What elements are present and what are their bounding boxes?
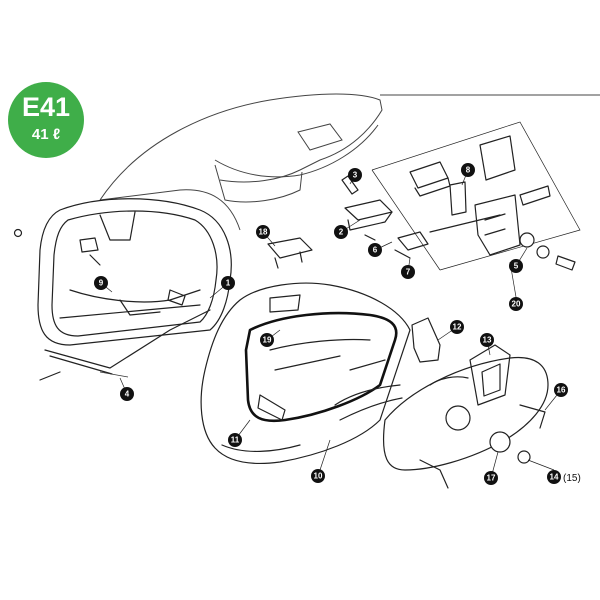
callout-8: 8 [461,163,475,177]
svg-text:7: 7 [406,268,411,277]
svg-text:13: 13 [483,336,492,345]
callout-1: 1 [221,276,235,290]
callout-7: 7 [401,265,415,279]
svg-text:8: 8 [466,166,471,175]
callout-12: 12 [450,320,464,334]
model-badge: E41 41 ℓ [8,82,84,158]
o-ring [13,228,23,238]
svg-text:3: 3 [353,171,358,180]
release-cable [39,309,211,381]
case-inner-shell [37,198,232,346]
lock-mechanism [341,121,581,271]
callout-10: 10 [311,469,325,483]
svg-text:16: 16 [557,386,566,395]
callout-17: 17 [484,471,498,485]
svg-text:17: 17 [487,474,496,483]
svg-text:19: 19 [263,336,272,345]
svg-text:11: 11 [231,436,240,445]
callout-11: 11 [228,433,242,447]
callout-13: 13 [480,333,494,347]
callout-2: 2 [334,225,348,239]
svg-text:5: 5 [514,262,519,271]
svg-text:4: 4 [125,390,130,399]
svg-text:14: 14 [550,473,559,482]
callout-3: 3 [348,168,362,182]
case-outer-shell [200,282,411,465]
callout-19: 19 [260,333,274,347]
callout-4: 4 [120,387,134,401]
small-emblem [517,450,531,464]
callout-5: 5 [509,259,523,273]
alt-part-label: (15) [563,473,581,484]
outer-cover-panel [382,344,549,489]
svg-text:12: 12 [453,323,462,332]
emblem-disc [489,431,511,453]
svg-text:6: 6 [373,246,378,255]
svg-text:2: 2 [339,228,344,237]
callout-20: 20 [509,297,523,311]
callout-9: 9 [94,276,108,290]
hinge-plate [267,237,313,269]
callout-16: 16 [554,383,568,397]
model-code: E41 [21,92,71,122]
svg-text:1: 1 [226,279,231,288]
reflector-strip [411,317,441,363]
svg-text:10: 10 [314,472,323,481]
svg-text:9: 9 [99,279,104,288]
callout-18: 18 [256,225,270,239]
svg-text:18: 18 [259,228,268,237]
callout-14: 14 [547,470,561,484]
svg-text:20: 20 [512,300,521,309]
scooter-body-outline [99,93,600,231]
callout-6: 6 [368,243,382,257]
capacity-label: 41 ℓ [31,126,61,143]
leader-lines [100,169,562,479]
